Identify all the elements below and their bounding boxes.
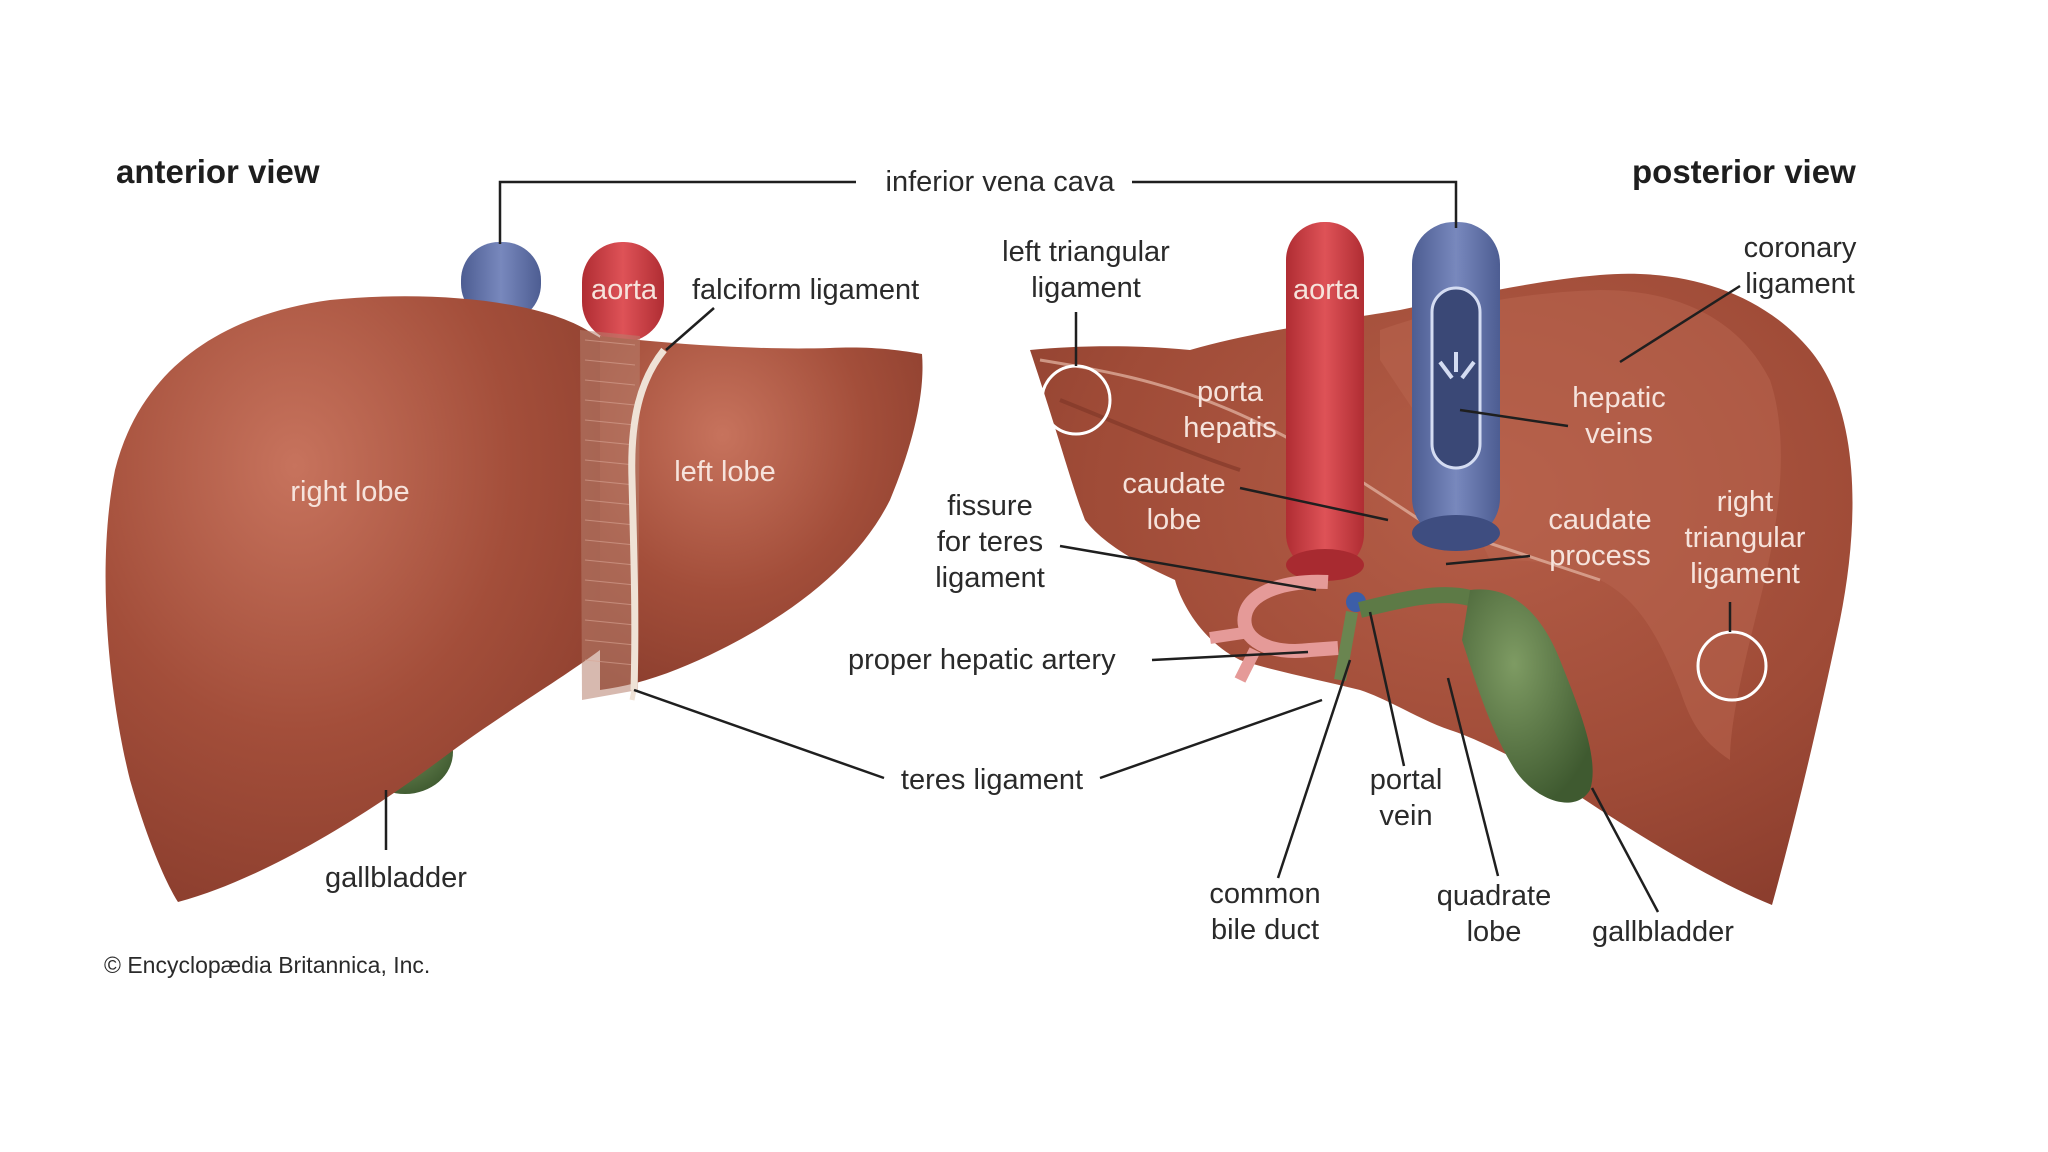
gallbladder-posterior-label: gallbladder — [1592, 916, 1734, 948]
copyright-credit: © Encyclopædia Britannica, Inc. — [104, 952, 431, 978]
right-triangular-ligament-marker — [1696, 630, 1768, 702]
hepatic-artery-shape — [1237, 574, 1339, 658]
posterior-view-title: posterior view — [1632, 153, 1856, 190]
left-lobe-shape — [600, 336, 923, 690]
posterior-liver — [1030, 222, 1853, 905]
inferior-vena-cava-label: inferior vena cava — [885, 166, 1115, 198]
anterior-liver — [105, 242, 923, 903]
teres-ligament-label: teres ligament — [900, 764, 1084, 796]
leader-lines — [384, 180, 1741, 913]
aorta-posterior — [1286, 222, 1364, 572]
falciform-ligament-label: falciform ligament — [692, 274, 920, 306]
bile-duct-shape — [1334, 610, 1358, 682]
caudate-lobe-label: caudate lobe — [1122, 468, 1226, 536]
anterior-view-title: anterior view — [116, 153, 320, 190]
left-lobe-label: left lobe — [674, 456, 776, 488]
right-triangular-ligament-label: right triangular ligament — [1684, 486, 1806, 590]
hepatic-veins-label: hepatic veins — [1572, 382, 1666, 450]
aorta-anterior — [582, 242, 664, 342]
coronary-ligament-label: coronary ligament — [1743, 232, 1857, 300]
caudate-process-label: caudate process — [1548, 504, 1652, 572]
quadrate-lobe-label: quadrate lobe — [1436, 880, 1552, 948]
common-bile-duct-label: common bile duct — [1209, 878, 1321, 946]
gallbladder-posterior-shape — [1462, 589, 1593, 803]
fissure-for-teres-ligament-label: fissure for teres ligament — [935, 490, 1045, 594]
right-lobe-label: right lobe — [290, 476, 410, 508]
porta-hepatis-label: porta hepatis — [1183, 376, 1277, 444]
aorta-posterior-label: aorta — [1292, 274, 1360, 306]
portal-vein-label: portal vein — [1369, 764, 1443, 832]
proper-hepatic-artery-label: proper hepatic artery — [848, 644, 1116, 676]
right-lobe-shape — [105, 296, 605, 903]
left-triangular-ligament-label: left triangular ligament — [1002, 236, 1170, 304]
gallbladder-anterior-label: gallbladder — [325, 862, 467, 894]
aorta-anterior-label: aorta — [590, 274, 658, 306]
falciform-ligament-shape — [628, 347, 667, 691]
